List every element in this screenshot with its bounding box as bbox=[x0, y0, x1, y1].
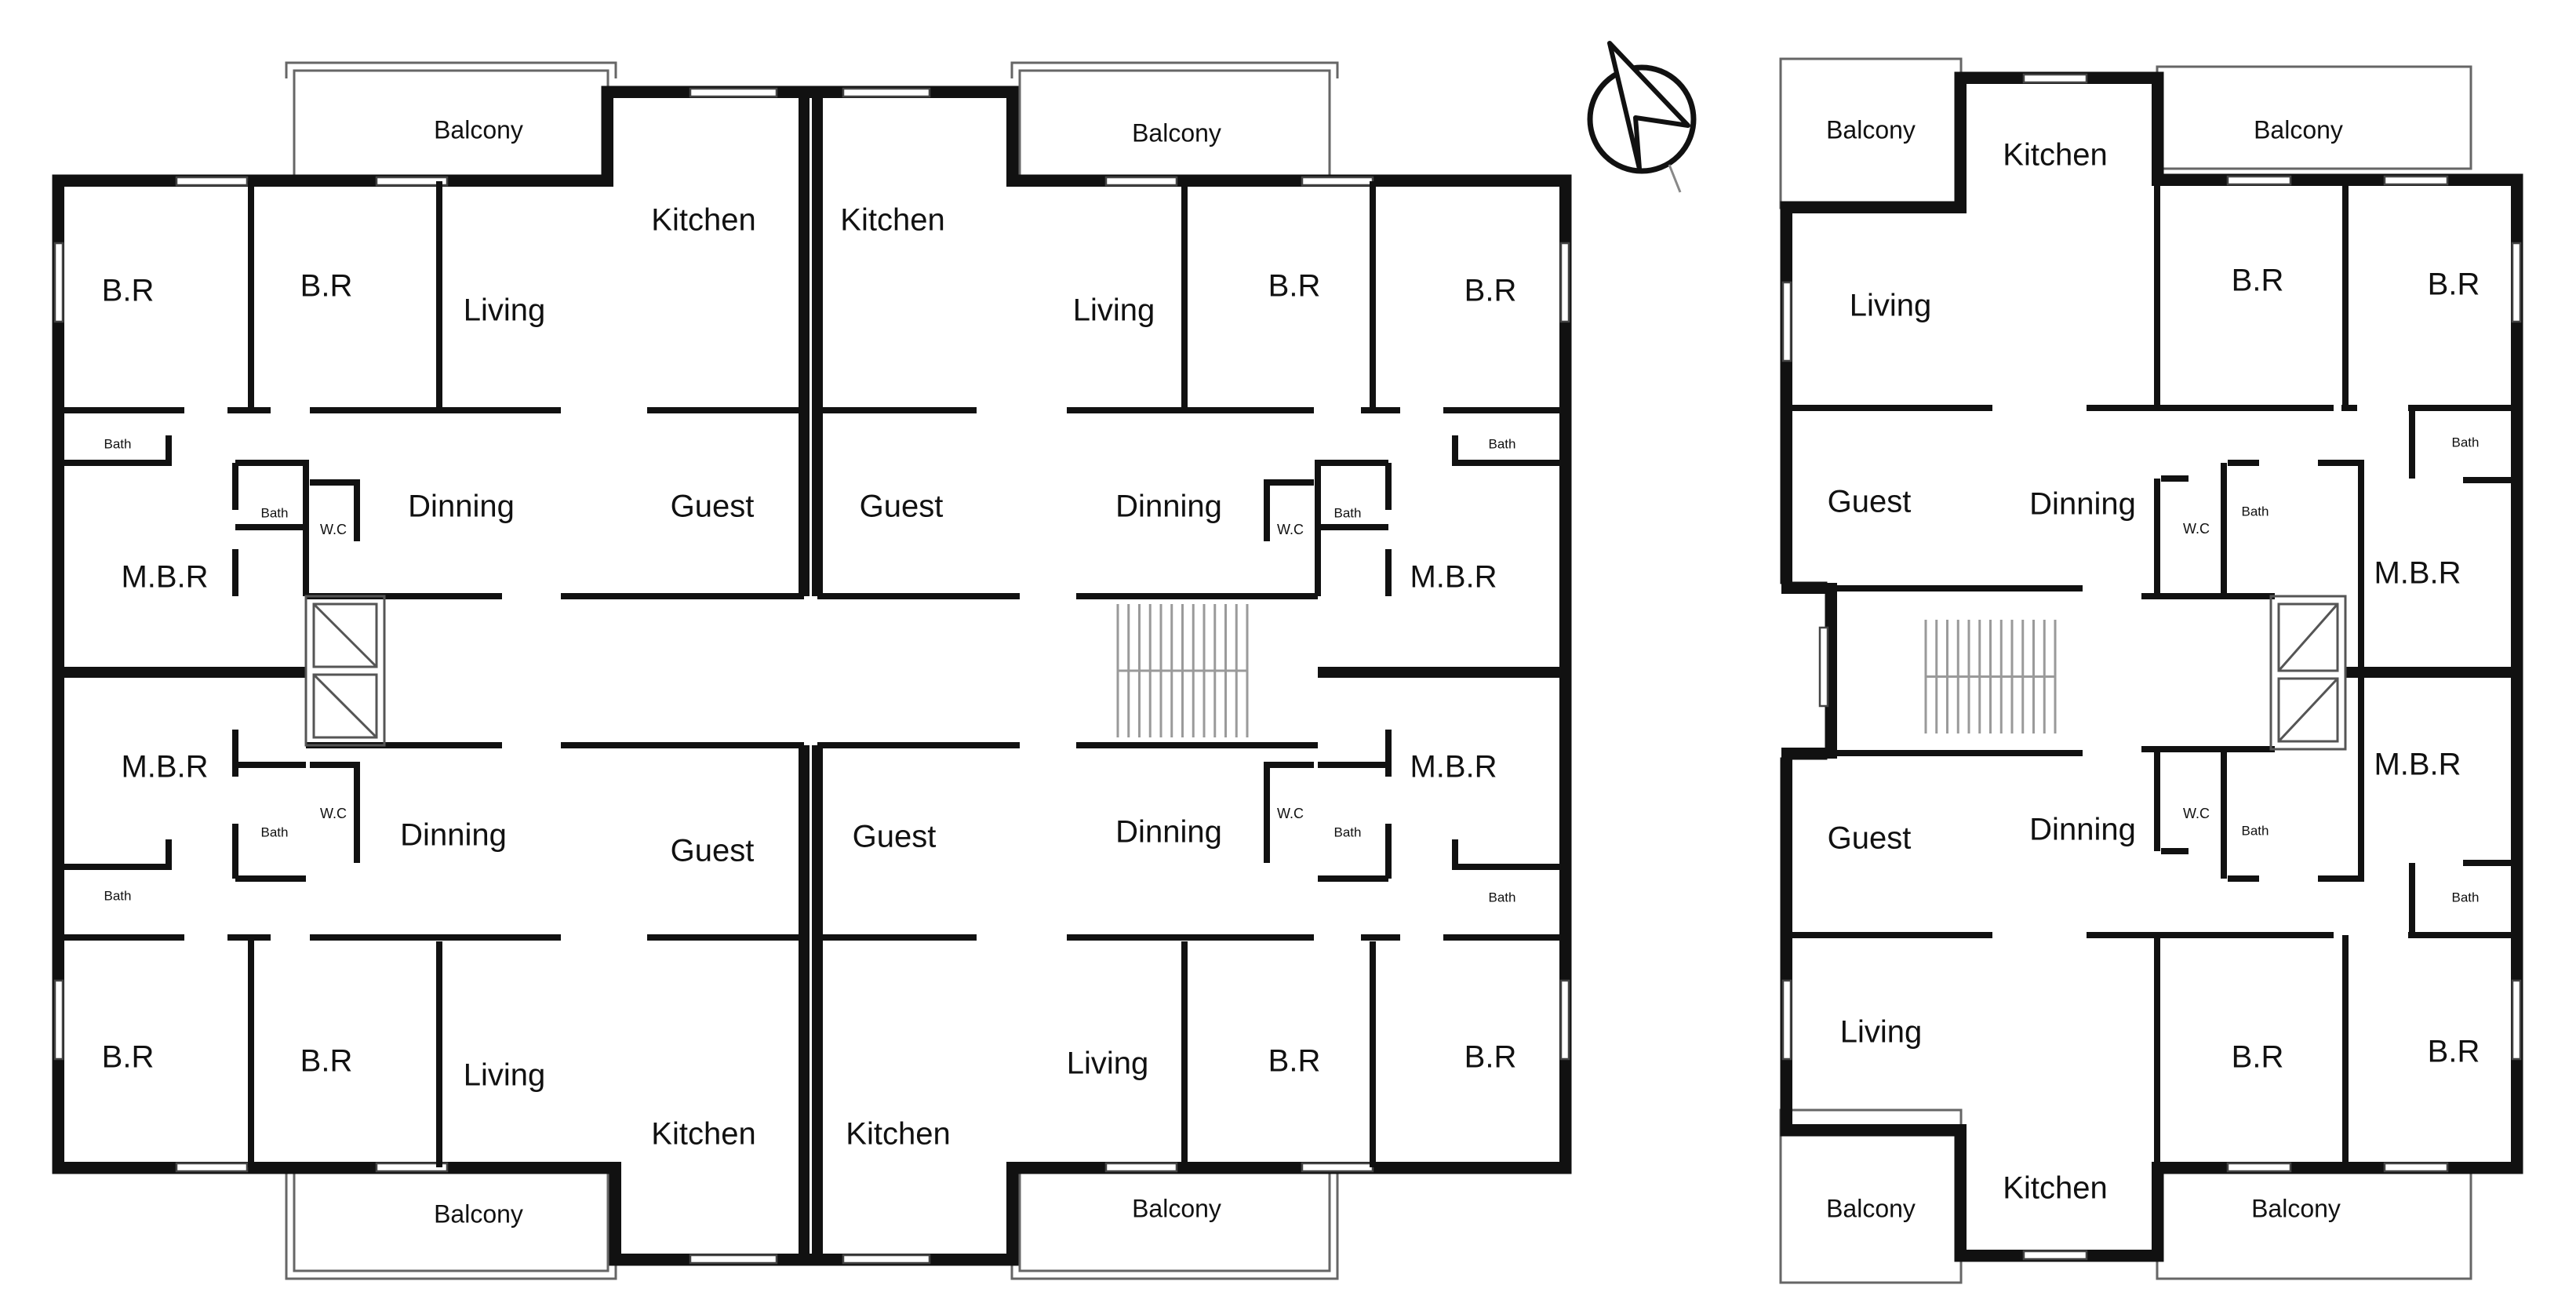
room-label-guest: Guest bbox=[853, 820, 937, 854]
room-label-br: B.R bbox=[1268, 1044, 1321, 1079]
right-building bbox=[1779, 57, 2523, 1284]
room-label-living: Living bbox=[1840, 1015, 1923, 1050]
lift-core-right bbox=[2269, 595, 2347, 751]
staircase-right bbox=[1924, 620, 2057, 733]
room-label-br: B.R bbox=[2428, 268, 2480, 302]
room-label-wc: W.C bbox=[1277, 806, 1304, 821]
room-label-br: B.R bbox=[102, 274, 155, 308]
room-label-bath: Bath bbox=[1334, 824, 1362, 839]
room-label-bath: Bath bbox=[2242, 823, 2269, 838]
room-label-br: B.R bbox=[1268, 269, 1321, 304]
room-label-bath: Bath bbox=[261, 824, 289, 839]
room-label-guest: Guest bbox=[671, 834, 755, 868]
room-label-balcony: Balcony bbox=[1826, 1194, 1916, 1222]
room-label-mbr: M.B.R bbox=[2374, 748, 2461, 782]
room-label-guest: Guest bbox=[860, 490, 944, 524]
room-label-bath: Bath bbox=[261, 505, 289, 520]
room-label-mbr: M.B.R bbox=[2374, 556, 2461, 591]
room-label-living: Living bbox=[1073, 293, 1155, 328]
room-label-dinning: Dinning bbox=[2029, 813, 2136, 847]
room-label-balcony: Balcony bbox=[434, 1199, 523, 1228]
room-label-mbr: M.B.R bbox=[121, 560, 208, 595]
left-building bbox=[52, 61, 1572, 1280]
room-label-balcony: Balcony bbox=[434, 115, 523, 144]
staircase bbox=[1116, 604, 1249, 737]
room-label-balcony: Balcony bbox=[2254, 115, 2343, 144]
room-label-wc: W.C bbox=[320, 806, 347, 821]
windows-right bbox=[1781, 73, 2522, 1261]
room-label-bath: Bath bbox=[1489, 436, 1516, 451]
partitions-right bbox=[1787, 180, 2516, 1167]
room-label-guest: Guest bbox=[1828, 485, 1912, 519]
room-label-bath: Bath bbox=[2452, 890, 2480, 905]
outer-wall-right bbox=[1781, 73, 2522, 1261]
room-label-br: B.R bbox=[300, 269, 353, 304]
room-label-kitchen: Kitchen bbox=[2003, 138, 2107, 173]
room-label-br: B.R bbox=[2232, 264, 2284, 298]
room-label-bath: Bath bbox=[1334, 505, 1362, 520]
room-label-wc: W.C bbox=[1277, 522, 1304, 537]
room-label-mbr: M.B.R bbox=[121, 750, 208, 784]
room-label-mbr: M.B.R bbox=[1410, 750, 1497, 784]
room-label-kitchen: Kitchen bbox=[651, 203, 755, 238]
room-label-living: Living bbox=[1850, 289, 1932, 323]
room-label-br: B.R bbox=[1464, 274, 1517, 308]
room-label-balcony: Balcony bbox=[1132, 1194, 1221, 1222]
room-label-wc: W.C bbox=[320, 522, 347, 537]
room-label-balcony: Balcony bbox=[1132, 118, 1221, 147]
room-label-dinning: Dinning bbox=[408, 490, 515, 524]
room-label-br: B.R bbox=[2232, 1040, 2284, 1075]
room-label-dinning: Dinning bbox=[2029, 487, 2136, 522]
room-label-kitchen: Kitchen bbox=[651, 1117, 755, 1152]
room-label-living: Living bbox=[464, 1058, 546, 1093]
room-label-living: Living bbox=[464, 293, 546, 328]
room-label-kitchen: Kitchen bbox=[2003, 1171, 2107, 1206]
room-label-bath: Bath bbox=[104, 436, 132, 451]
room-label-bath: Bath bbox=[2452, 435, 2480, 450]
room-label-mbr: M.B.R bbox=[1410, 560, 1497, 595]
room-label-bath: Bath bbox=[2242, 504, 2269, 519]
room-label-balcony: Balcony bbox=[2251, 1194, 2341, 1222]
room-label-balcony: Balcony bbox=[1826, 115, 1916, 144]
room-label-br: B.R bbox=[102, 1040, 155, 1075]
room-label-guest: Guest bbox=[1828, 821, 1912, 856]
room-label-br: B.R bbox=[2428, 1035, 2480, 1069]
room-label-dinning: Dinning bbox=[1115, 490, 1222, 524]
north-arrow-icon bbox=[1587, 41, 1697, 193]
room-label-br: B.R bbox=[300, 1044, 353, 1079]
room-label-dinning: Dinning bbox=[400, 818, 507, 853]
room-label-wc: W.C bbox=[2183, 806, 2210, 821]
room-label-kitchen: Kitchen bbox=[846, 1117, 950, 1152]
room-label-wc: W.C bbox=[2183, 521, 2210, 537]
windows bbox=[53, 87, 1570, 1265]
room-label-bath: Bath bbox=[1489, 890, 1516, 905]
room-label-living: Living bbox=[1067, 1046, 1149, 1081]
room-label-dinning: Dinning bbox=[1115, 815, 1222, 850]
room-label-bath: Bath bbox=[104, 888, 132, 903]
room-label-kitchen: Kitchen bbox=[840, 203, 944, 238]
room-label-br: B.R bbox=[1464, 1040, 1517, 1075]
lift-core bbox=[304, 595, 386, 747]
room-label-guest: Guest bbox=[671, 490, 755, 524]
